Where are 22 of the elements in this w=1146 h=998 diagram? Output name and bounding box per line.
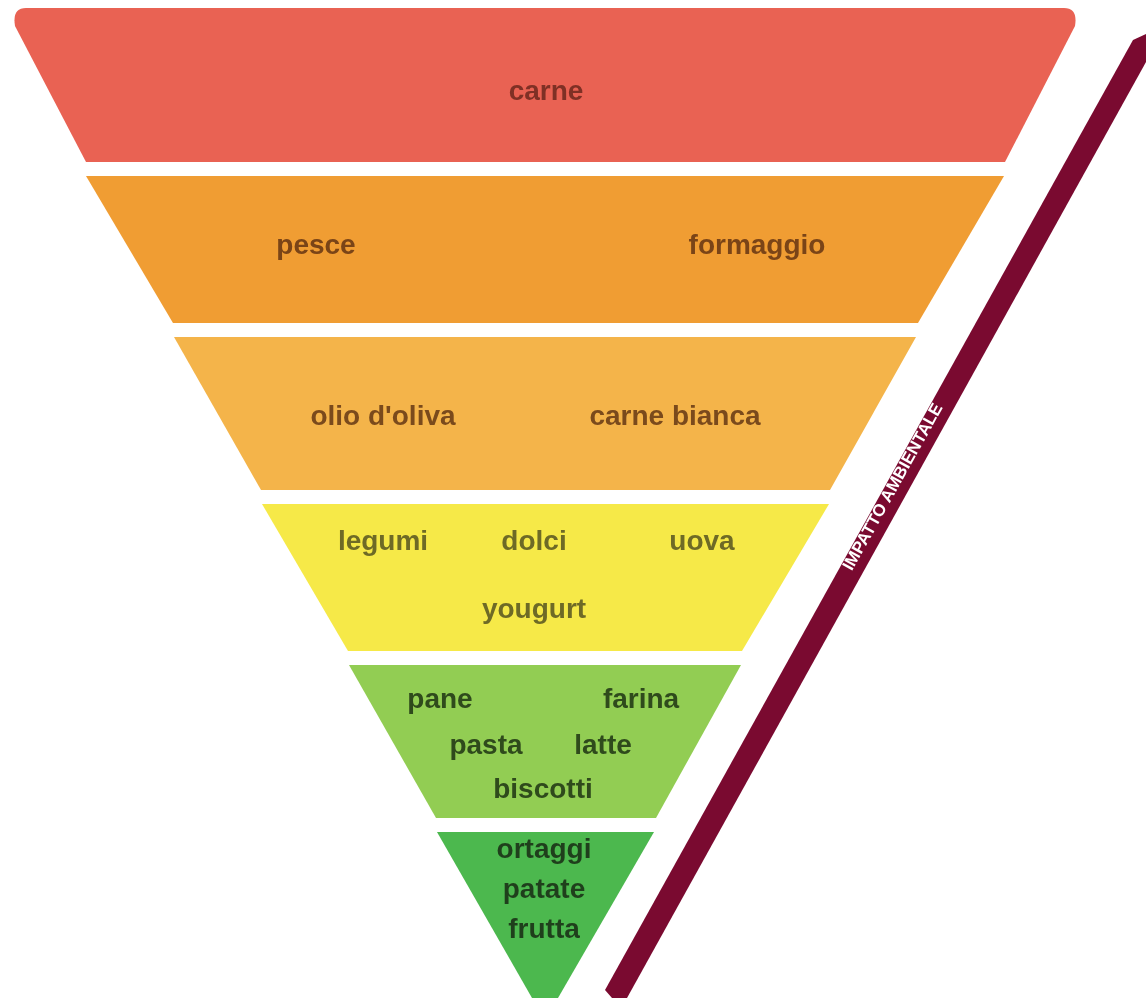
food-label: farina <box>602 683 680 715</box>
pyramid-band <box>262 504 829 651</box>
food-label: uova <box>669 525 735 557</box>
food-label: pesce <box>276 229 356 261</box>
food-label: carne <box>508 75 584 107</box>
food-label: frutta <box>508 913 580 945</box>
pyramid-band <box>12 8 1078 162</box>
food-label: patate <box>502 873 586 905</box>
food-label: ortaggi <box>496 833 592 865</box>
food-label: biscotti <box>493 773 593 805</box>
food-label: carne bianca <box>589 400 761 432</box>
food-label: dolci <box>501 525 567 557</box>
food-label: legumi <box>337 525 429 557</box>
food-label: pasta <box>449 729 523 761</box>
pyramid-band <box>437 832 654 998</box>
pyramid-band <box>86 176 1004 323</box>
food-label: pane <box>407 683 473 715</box>
pyramid-band <box>349 665 741 818</box>
food-label: latte <box>574 729 632 761</box>
food-label: olio d'oliva <box>310 400 456 432</box>
food-label: formaggio <box>688 229 826 261</box>
food-label: yougurt <box>481 593 587 625</box>
